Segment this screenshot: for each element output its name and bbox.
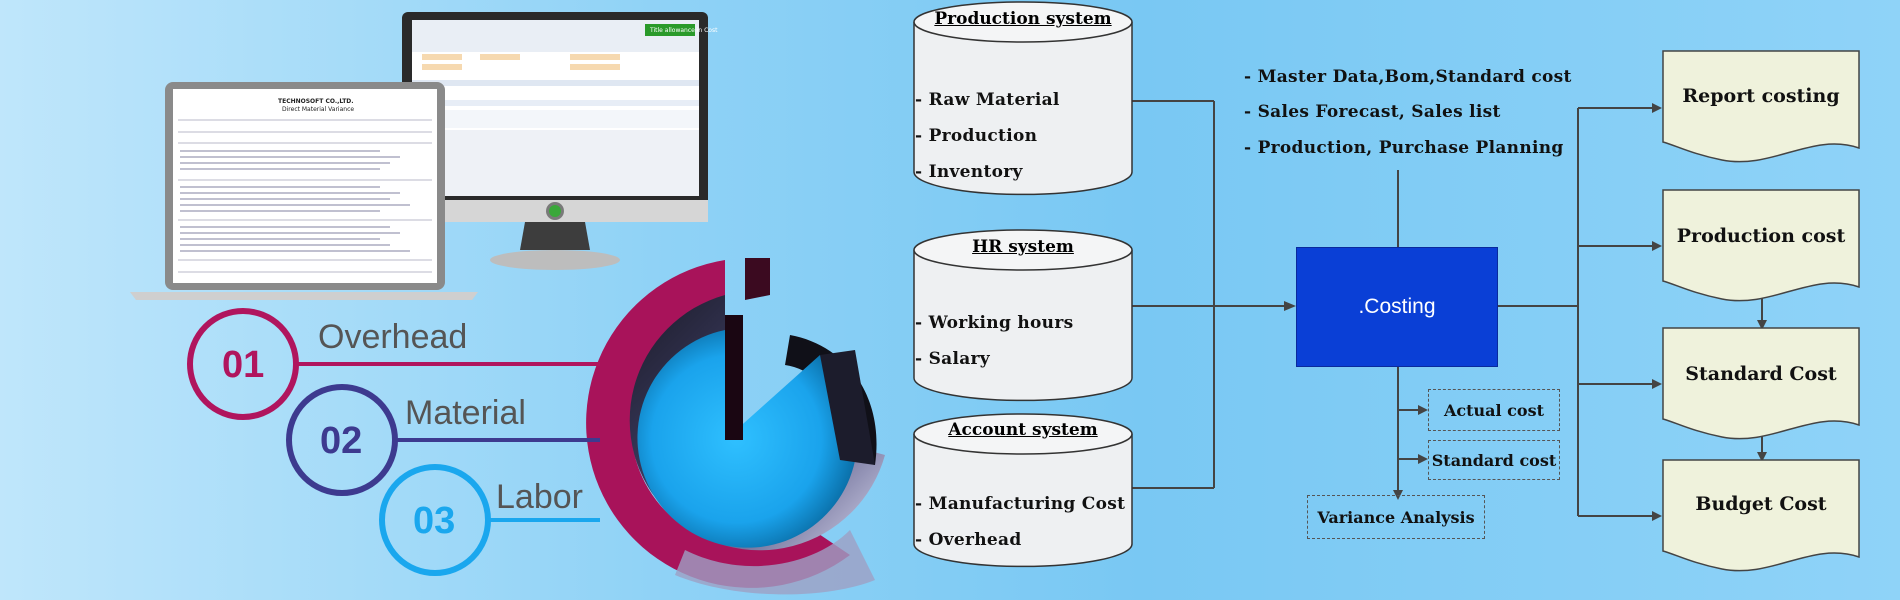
budget-cost-label: Budget Cost [1695,493,1827,515]
laptop [130,82,478,300]
input-production-planning: - Production, Purchase Planning [1244,138,1564,158]
production-system-cylinder [913,1,1133,196]
ring-number-03: 03 [413,500,456,542]
budget-cost-doc [1662,459,1860,572]
hr-system-title: HR system [972,237,1074,257]
report-costing-label: Report costing [1682,85,1840,107]
hr-system-cylinder [913,229,1133,402]
desktop-monitor [402,12,708,270]
production-system-title: Production system [934,9,1112,29]
ring-number-02: 02 [320,420,363,462]
report-costing-doc [1662,50,1860,163]
db-item-inventory: - Inventory [915,162,1023,182]
actual-cost-box: Actual cost [1428,389,1560,431]
production-cost-doc [1662,189,1860,302]
input-sales-forecast: - Sales Forecast, Sales list [1244,102,1501,122]
variance-analysis-box: Variance Analysis [1307,495,1485,539]
ring-label-labor: Labor [496,478,583,516]
ring-label-overhead: Overhead [318,318,468,356]
ring-list-graphic [187,308,600,576]
db-item-overhead: - Overhead [915,530,1022,550]
db-item-manufacturing-cost: - Manufacturing Cost [915,494,1126,514]
standard-cost-box: Standard cost [1428,440,1560,480]
input-master-data: - Master Data,Bom,Standard cost [1244,67,1572,87]
standard-cost-doc [1662,327,1860,440]
account-system-cylinder [913,413,1133,568]
costing-box: .Costing [1296,247,1498,367]
standard-cost-label: Standard Cost [1685,363,1837,385]
db-item-salary: - Salary [915,349,990,369]
laptop-report-title: Direct Material Variance [282,106,355,113]
db-item-working-hours: - Working hours [915,313,1074,333]
db-item-raw-material: - Raw Material [915,90,1060,110]
ring-number-01: 01 [222,344,265,386]
db-item-production: - Production [915,126,1038,146]
production-cost-label: Production cost [1676,225,1846,247]
monitor-badge: Title allowance in Cost [650,27,718,34]
laptop-report-company: TECHNOSOFT CO.,LTD. [278,98,354,105]
ring-label-material: Material [405,394,526,432]
donut-pie-graphic [586,258,885,595]
account-system-title: Account system [948,420,1098,440]
